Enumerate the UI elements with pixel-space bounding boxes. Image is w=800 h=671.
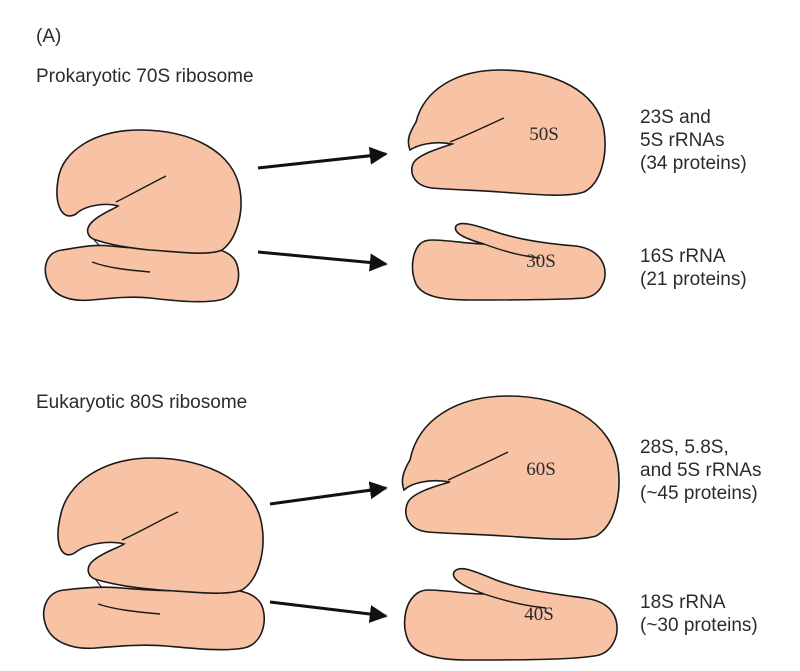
prokaryotic-whole-interface — [93, 239, 101, 247]
eukaryotic-40s-groove — [483, 593, 547, 609]
eukaryotic-small-desc: 18S rRNA (~30 proteins) — [640, 591, 758, 637]
eukaryotic-80s-ribosome — [42, 457, 266, 651]
eukaryotic-arrow-to-small — [269, 600, 388, 623]
prokaryotic-30s-label: 30S — [526, 251, 556, 272]
eukaryotic-40s-shape — [403, 567, 618, 661]
eukaryotic-small-desc-line-2: (~30 proteins) — [640, 615, 758, 636]
prokaryotic-arrow-to-large — [257, 146, 388, 170]
eukaryotic-60s-label: 60S — [526, 459, 556, 480]
prokaryotic-small-subunit: 30S — [411, 222, 606, 301]
prokaryotic-30s-groove — [483, 243, 541, 259]
prokaryotic-large-desc-line-2: 5S rRNAs — [640, 130, 725, 151]
eukaryotic-60s-groove — [447, 451, 509, 481]
panel-label: (A) — [36, 26, 62, 47]
prokaryotic-70s-ribosome — [44, 129, 242, 303]
prokaryotic-small-desc-line-1: 16S rRNA — [640, 246, 726, 267]
eukaryotic-arrow-to-large — [269, 481, 388, 506]
prokaryotic-title: Prokaryotic 70S ribosome — [36, 66, 254, 87]
prokaryotic-whole-small-groove — [91, 261, 151, 273]
eukaryotic-large-desc: 28S, 5.8S, and 5S rRNAs (~45 proteins) — [640, 436, 761, 505]
prokaryotic-50s-shape — [407, 69, 606, 196]
prokaryotic-50s-groove — [449, 117, 505, 143]
eukaryotic-whole-large-subunit — [57, 457, 264, 594]
prokaryotic-50s-label: 50S — [529, 124, 559, 145]
prokaryotic-whole-large-groove — [115, 175, 167, 203]
eukaryotic-large-desc-line-1: 28S, 5.8S, — [640, 437, 729, 458]
prokaryotic-arrow-to-small — [257, 250, 388, 272]
eukaryotic-large-subunit: 60S — [401, 395, 620, 540]
prokaryotic-large-desc: 23S and 5S rRNAs (34 proteins) — [640, 106, 747, 175]
prokaryotic-small-desc: 16S rRNA (21 proteins) — [640, 245, 747, 291]
prokaryotic-30s-shape — [411, 222, 606, 301]
prokaryotic-small-desc-line-2: (21 proteins) — [640, 269, 747, 290]
prokaryotic-large-desc-line-3: (34 proteins) — [640, 153, 747, 174]
eukaryotic-40s-label: 40S — [524, 604, 554, 625]
eukaryotic-60s-shape — [401, 395, 620, 540]
eukaryotic-title: Eukaryotic 80S ribosome — [36, 392, 248, 413]
eukaryotic-small-subunit: 40S — [403, 567, 618, 661]
eukaryotic-large-desc-line-2: and 5S rRNAs — [640, 460, 762, 481]
eukaryotic-whole-small-subunit — [42, 586, 266, 651]
eukaryotic-whole-large-groove — [121, 511, 179, 541]
prokaryotic-whole-large-subunit — [56, 129, 242, 254]
prokaryotic-large-subunit: 50S — [407, 69, 606, 196]
eukaryotic-whole-interface — [95, 579, 103, 589]
eukaryotic-whole-small-groove — [97, 603, 161, 615]
prokaryotic-whole-small-subunit — [44, 244, 240, 303]
eukaryotic-large-desc-line-3: (~45 proteins) — [640, 483, 758, 504]
prokaryotic-large-desc-line-1: 23S and — [640, 107, 711, 128]
eukaryotic-small-desc-line-1: 18S rRNA — [640, 592, 726, 613]
